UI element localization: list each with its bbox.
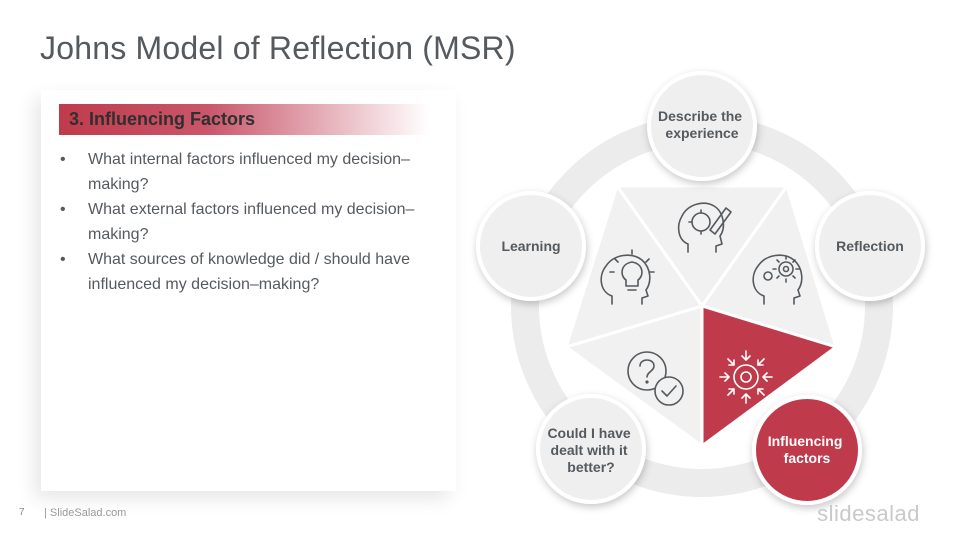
bullet-item: What internal factors influenced my deci… (60, 147, 435, 197)
node-label-describe: Describe the experience (658, 108, 746, 141)
page-number: 7 (19, 507, 25, 518)
segment-learning (563, 182, 705, 350)
node-label-reflection: Reflection (836, 238, 904, 254)
head-lightbulb-icon (600, 249, 655, 305)
node-label-influencing: Influencing factors (768, 433, 847, 466)
node-reflection[interactable] (815, 191, 925, 301)
bullet-list: What internal factors influenced my deci… (60, 147, 435, 297)
question-check-icon (627, 351, 684, 406)
node-learning[interactable] (476, 191, 586, 301)
node-influencing-factors[interactable] (752, 395, 862, 505)
section-header: 3. Influencing Factors (59, 104, 429, 135)
bullet-item: What sources of knowledge did / should h… (60, 247, 435, 297)
slide-title: Johns Model of Reflection (MSR) (40, 30, 516, 66)
head-gear-pencil-icon (677, 202, 732, 253)
bullet-item: What external factors influenced my deci… (60, 197, 435, 247)
head-gear-icon (752, 254, 803, 305)
node-label-could-better: Could I have dealt with it better? (547, 425, 634, 475)
brand-logo: slidesalad (817, 501, 920, 526)
node-label-learning: Learning (501, 238, 560, 254)
node-could-better[interactable] (536, 394, 646, 504)
arrows-target-icon (719, 350, 773, 404)
footer-source: | SlideSalad.com (44, 507, 127, 519)
section-title: 3. Influencing Factors (69, 109, 256, 129)
node-describe-experience[interactable] (647, 71, 757, 181)
